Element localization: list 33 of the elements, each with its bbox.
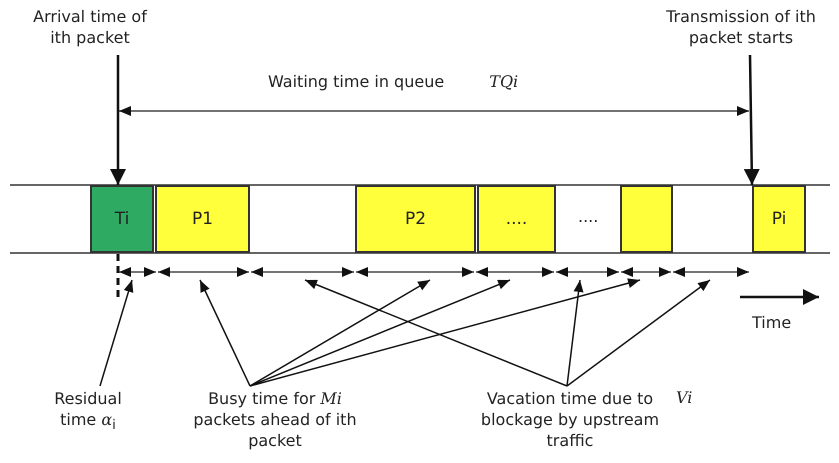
leader-line	[250, 279, 510, 387]
leader-line	[250, 278, 640, 387]
leader-line	[304, 279, 568, 387]
time-interval	[556, 267, 619, 277]
packet-block: Pi	[752, 185, 806, 253]
axis-label: Time	[752, 313, 792, 332]
time-interval	[251, 267, 354, 277]
time-interval	[476, 267, 554, 277]
time-interval	[158, 267, 249, 277]
leader-line	[99, 280, 134, 386]
packet-block: P2	[355, 185, 476, 253]
leader-line	[566, 280, 584, 386]
variable-label: Vi	[676, 388, 692, 407]
leader-line	[250, 279, 430, 387]
leader-line	[566, 279, 710, 387]
time-slot: Ti	[90, 185, 154, 253]
arrow	[744, 54, 760, 186]
leader-line	[199, 280, 251, 386]
annotation-text: Busy time for Mi packets ahead of ith packet	[180, 388, 370, 451]
annotation-text: Residual time α$_{i}$	[38, 388, 138, 436]
dimension-label: Waiting time in queue TQi	[268, 72, 518, 91]
annotation-text: Transmission of ith packet starts	[645, 6, 837, 48]
time-interval	[673, 267, 749, 277]
annotation-text: Arrival time of ith packet	[25, 6, 155, 48]
arrow	[110, 55, 126, 185]
time-interval	[119, 267, 156, 277]
ellipsis-label: ....	[578, 207, 598, 226]
time-interval	[621, 267, 671, 277]
packet-block	[620, 185, 673, 253]
time-interval	[356, 267, 474, 277]
packet-block: ....	[477, 185, 556, 253]
packet-block: P1	[155, 185, 250, 253]
annotation-text: Vacation time due to blockage by upstream traffic	[470, 388, 670, 451]
